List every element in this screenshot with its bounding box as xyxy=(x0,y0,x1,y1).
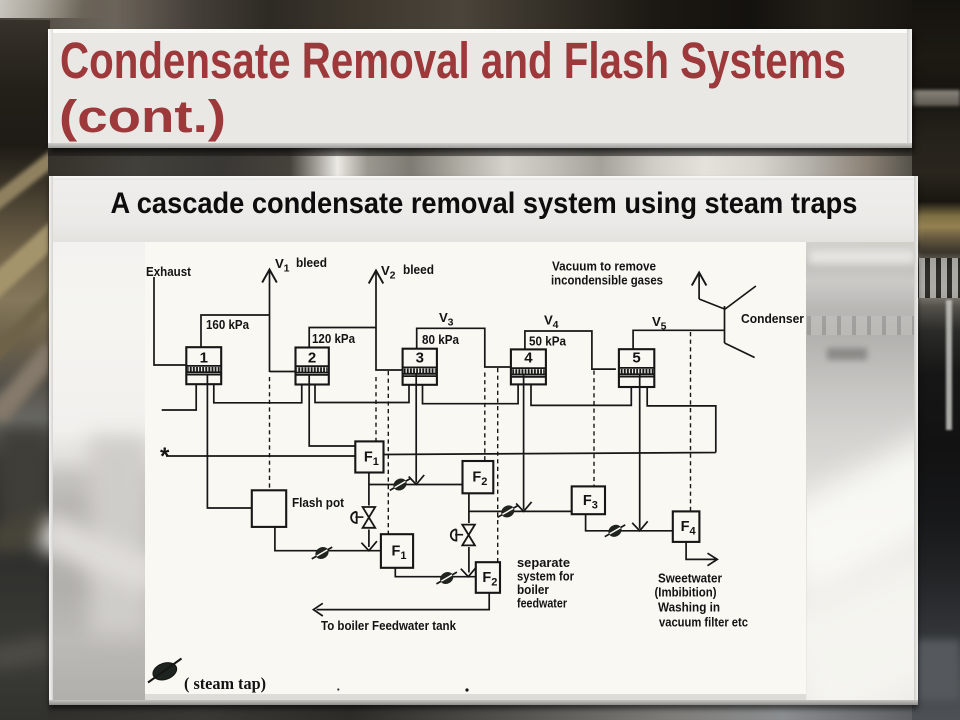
svg-text:( steam tap): ( steam tap) xyxy=(184,674,266,693)
svg-text:1: 1 xyxy=(200,350,208,367)
svg-text:boiler: boiler xyxy=(517,582,549,597)
svg-text:Vacuum to remove: Vacuum to remove xyxy=(552,259,656,274)
svg-text:80 kPa: 80 kPa xyxy=(422,332,460,347)
svg-text:2: 2 xyxy=(308,350,316,367)
svg-text:160 kPa: 160 kPa xyxy=(206,317,250,332)
svg-text:V1: V1 xyxy=(275,256,290,275)
svg-text:Sweetwater: Sweetwater xyxy=(658,571,722,586)
svg-text:120 kPa: 120 kPa xyxy=(312,331,356,346)
svg-text:5: 5 xyxy=(632,350,640,367)
svg-text:*: * xyxy=(160,443,170,470)
svg-text:incondensible gases: incondensible gases xyxy=(551,273,663,288)
svg-text:bleed: bleed xyxy=(296,255,327,270)
svg-text:4: 4 xyxy=(524,350,533,367)
svg-text:separate: separate xyxy=(517,555,570,570)
svg-text:V4: V4 xyxy=(544,313,559,332)
svg-text:Washing in: Washing in xyxy=(658,600,720,615)
svg-text:system for: system for xyxy=(517,569,574,584)
svg-text:To boiler Feedwater tank: To boiler Feedwater tank xyxy=(321,618,457,633)
svg-text:Condenser: Condenser xyxy=(741,311,804,326)
svg-text:(Imbibition): (Imbibition) xyxy=(655,585,717,600)
svg-text:bleed: bleed xyxy=(403,262,434,277)
svg-text:V2: V2 xyxy=(381,263,396,282)
svg-text:50 kPa: 50 kPa xyxy=(529,334,567,349)
svg-text:feedwater: feedwater xyxy=(517,596,567,611)
svg-text:3: 3 xyxy=(416,350,424,367)
svg-text:Exhaust: Exhaust xyxy=(146,264,192,279)
svg-text:Flash pot: Flash pot xyxy=(292,495,345,510)
svg-text:V3: V3 xyxy=(439,310,454,329)
svg-text:vacuum filter etc: vacuum filter etc xyxy=(659,615,748,630)
